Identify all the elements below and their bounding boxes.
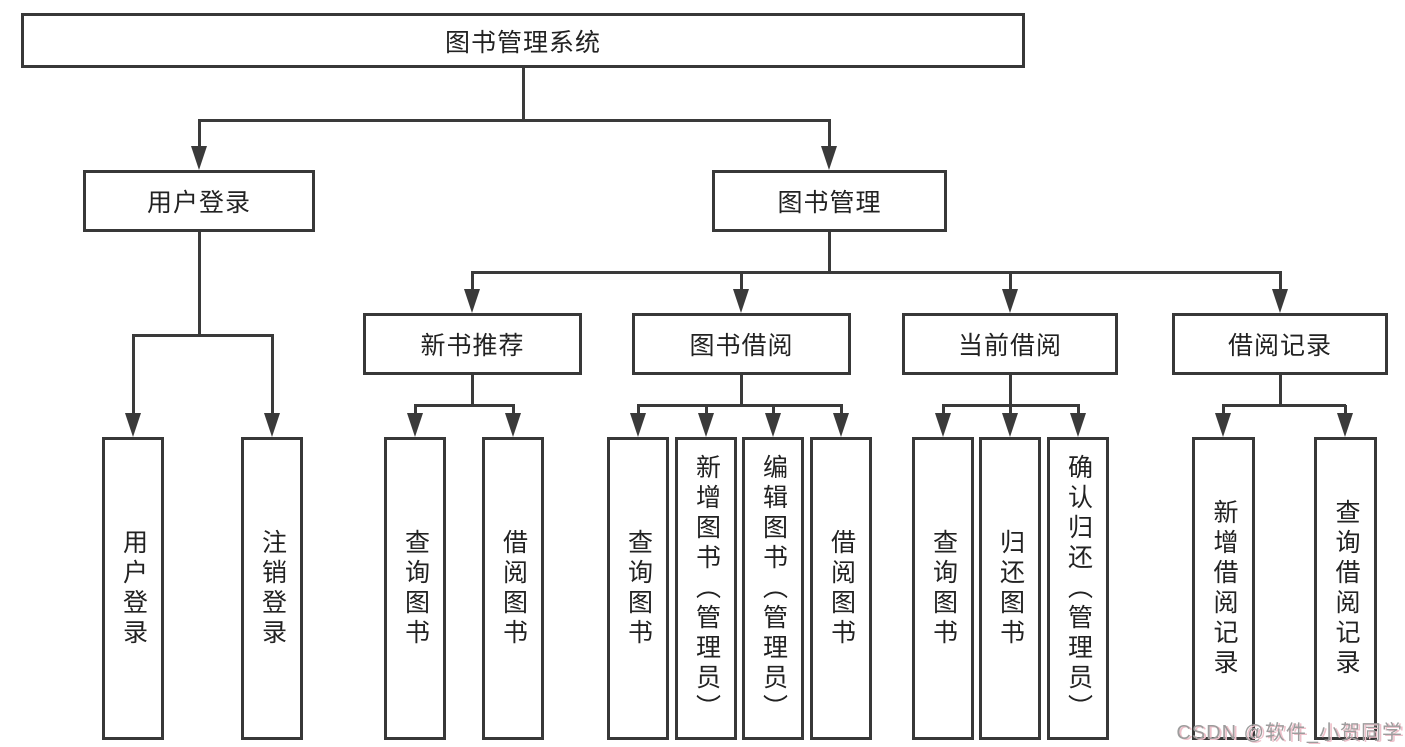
arrow-down-icon — [191, 146, 207, 170]
arrow-down-icon — [630, 413, 646, 437]
connector-line — [636, 405, 640, 415]
leaf-label: 查询借阅记录 — [1332, 498, 1360, 679]
connector-line — [1278, 375, 1282, 407]
node-leaf-logout: 注销登录 — [241, 437, 303, 740]
node-leaf-query-books-recommend: 查询图书 — [384, 437, 446, 740]
arrow-down-icon — [407, 413, 423, 437]
connector-line — [413, 403, 515, 407]
connector-line — [1278, 272, 1282, 291]
leaf-label: 借阅图书 — [827, 528, 856, 649]
connector-line — [827, 232, 831, 274]
connector-line — [739, 272, 743, 291]
connector-line — [413, 405, 417, 415]
arrow-down-icon — [464, 289, 480, 313]
node-current-borrowing: 当前借阅 — [902, 313, 1118, 375]
arrow-down-icon — [1070, 413, 1086, 437]
node-leaf-user-login: 用户登录 — [102, 437, 164, 740]
connector-line — [270, 335, 274, 415]
leaf-label: 借阅图书 — [499, 528, 528, 649]
arrow-down-icon — [935, 413, 951, 437]
node-leaf-borrow-books: 借阅图书 — [810, 437, 872, 740]
connector-line — [827, 120, 831, 148]
node-user-login: 用户登录 — [83, 170, 315, 232]
connector-line — [197, 232, 201, 337]
connector-line — [131, 333, 274, 337]
leaf-label: 确认归还（管理员） — [1064, 453, 1093, 724]
connector-line — [941, 405, 945, 415]
connector-line — [771, 405, 775, 415]
connector-line — [739, 375, 743, 407]
arrow-down-icon — [1002, 413, 1018, 437]
arrow-down-icon — [1002, 289, 1018, 313]
arrow-down-icon — [698, 413, 714, 437]
leaf-label: 归还图书 — [996, 528, 1025, 649]
node-leaf-query-books-current: 查询图书 — [912, 437, 974, 740]
leaf-label: 注销登录 — [258, 528, 287, 649]
arrow-down-icon — [1272, 289, 1288, 313]
node-leaf-edit-books-admin: 编辑图书（管理员） — [742, 437, 804, 740]
node-leaf-query-borrow-record: 查询借阅记录 — [1314, 437, 1377, 740]
leaf-label: 查询图书 — [624, 528, 653, 649]
leaf-label: 查询图书 — [929, 528, 958, 649]
arrow-down-icon — [733, 289, 749, 313]
connector-line — [1343, 405, 1347, 415]
leaf-label: 新增图书（管理员） — [692, 453, 721, 724]
arrow-down-icon — [833, 413, 849, 437]
connector-line — [839, 405, 843, 415]
arrow-down-icon — [1337, 413, 1353, 437]
node-new-book-recommendation: 新书推荐 — [363, 313, 582, 375]
connector-line — [197, 120, 201, 148]
connector-line — [704, 405, 708, 415]
connector-line — [470, 270, 1282, 274]
node-leaf-query-books-borrow: 查询图书 — [607, 437, 669, 740]
watermark: CSDN @软件_小贺同学 — [1176, 722, 1403, 744]
connector-line — [1008, 272, 1012, 291]
connector-line — [511, 405, 515, 415]
connector-line — [197, 118, 831, 122]
connector-line — [521, 68, 525, 121]
connector-line — [1008, 375, 1012, 407]
arrow-down-icon — [505, 413, 521, 437]
connector-line — [470, 375, 474, 407]
connector-line — [636, 403, 843, 407]
node-book-borrowing: 图书借阅 — [632, 313, 851, 375]
node-leaf-return-books: 归还图书 — [979, 437, 1041, 740]
connector-line — [1008, 405, 1012, 415]
connector-line — [1076, 405, 1080, 415]
arrow-down-icon — [125, 413, 141, 437]
node-leaf-borrow-books-recommend: 借阅图书 — [482, 437, 544, 740]
connector-line — [470, 272, 474, 291]
node-library-management-system: 图书管理系统 — [21, 13, 1025, 68]
arrow-down-icon — [1215, 413, 1231, 437]
node-leaf-add-borrow-record: 新增借阅记录 — [1192, 437, 1255, 740]
connector-line — [1221, 405, 1225, 415]
connector-line — [1221, 403, 1346, 407]
arrow-down-icon — [264, 413, 280, 437]
node-leaf-confirm-return-admin: 确认归还（管理员） — [1047, 437, 1109, 740]
arrow-down-icon — [821, 146, 837, 170]
node-borrowing-records: 借阅记录 — [1172, 313, 1388, 375]
leaf-label: 编辑图书（管理员） — [759, 453, 788, 724]
node-leaf-add-books-admin: 新增图书（管理员） — [675, 437, 737, 740]
leaf-label: 查询图书 — [401, 528, 430, 649]
arrow-down-icon — [765, 413, 781, 437]
leaf-label: 用户登录 — [119, 528, 148, 649]
leaf-label: 新增借阅记录 — [1210, 498, 1238, 679]
node-book-management: 图书管理 — [712, 170, 947, 232]
connector-line — [131, 335, 135, 415]
